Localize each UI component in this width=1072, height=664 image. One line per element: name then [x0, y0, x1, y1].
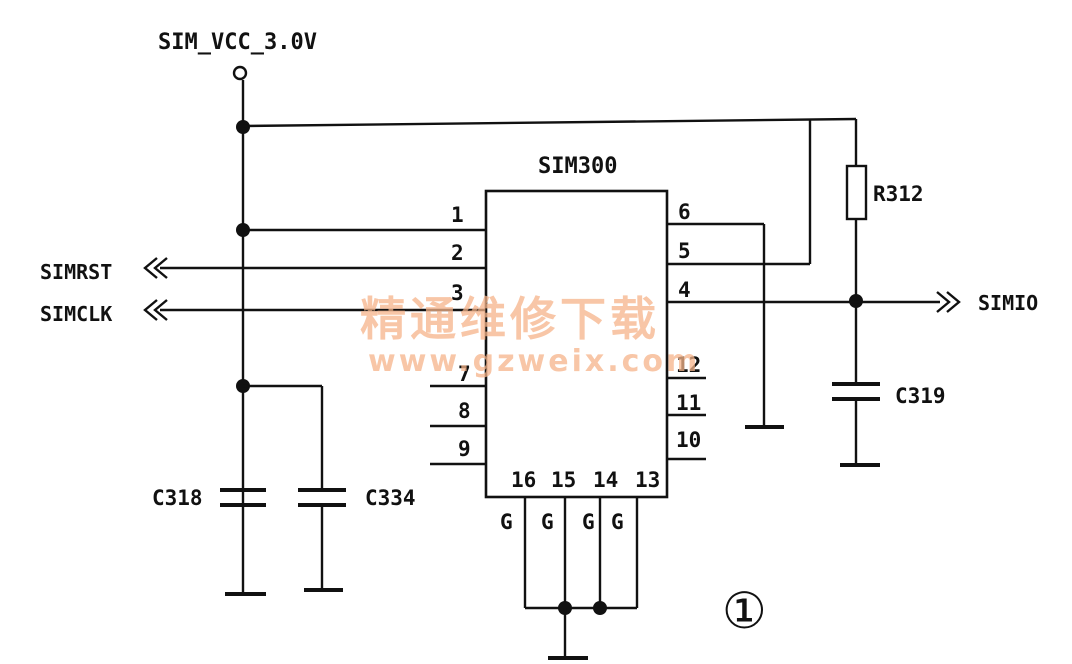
- figure-marker: ①: [722, 582, 767, 640]
- simclk-label: SIMCLK: [40, 302, 112, 326]
- pin-9: 9: [458, 437, 471, 461]
- junction-top: [236, 120, 250, 134]
- pin-6: 6: [678, 200, 691, 224]
- pin-7: 7: [458, 362, 471, 386]
- pin-15: 15: [551, 468, 576, 492]
- c334-label: C334: [365, 486, 416, 510]
- sim300-ic: [484, 189, 669, 499]
- pin-11: 11: [676, 391, 701, 415]
- ground-mark-3: G: [582, 510, 595, 534]
- simrst-label: SIMRST: [40, 260, 112, 284]
- ground-mark-2: G: [541, 510, 554, 534]
- pin-1: 1: [451, 203, 464, 227]
- c318-label: C318: [152, 486, 203, 510]
- pin-2: 2: [451, 241, 464, 265]
- vcc-label: SIM_VCC_3.0V: [158, 30, 317, 55]
- pin-4: 4: [678, 278, 691, 302]
- ground-mark-1: G: [500, 510, 513, 534]
- watermark-url: www.gzweix.com: [368, 344, 700, 379]
- r312-resistor: [845, 164, 868, 221]
- ground-mark-4: G: [611, 510, 624, 534]
- simio-label: SIMIO: [978, 291, 1038, 315]
- pin-5: 5: [678, 239, 691, 263]
- junction-gnd-b: [593, 601, 607, 615]
- r312-label: R312: [873, 182, 924, 206]
- pin-13: 13: [635, 468, 660, 492]
- pin-14: 14: [593, 468, 618, 492]
- c319-label: C319: [895, 384, 946, 408]
- pin-12: 12: [676, 353, 701, 377]
- pin-3: 3: [451, 281, 464, 305]
- top-wire: [242, 117, 857, 128]
- watermark-title: 精通维修下载: [360, 292, 660, 346]
- ic-name: SIM300: [538, 154, 617, 179]
- simclk-arrow: [143, 299, 168, 321]
- simrst-arrow: [143, 257, 168, 279]
- pin-8: 8: [458, 399, 471, 423]
- pin-16: 16: [511, 468, 536, 492]
- vcc-terminal: [232, 65, 248, 81]
- simio-arrow: [936, 291, 961, 313]
- pin-10: 10: [676, 428, 701, 452]
